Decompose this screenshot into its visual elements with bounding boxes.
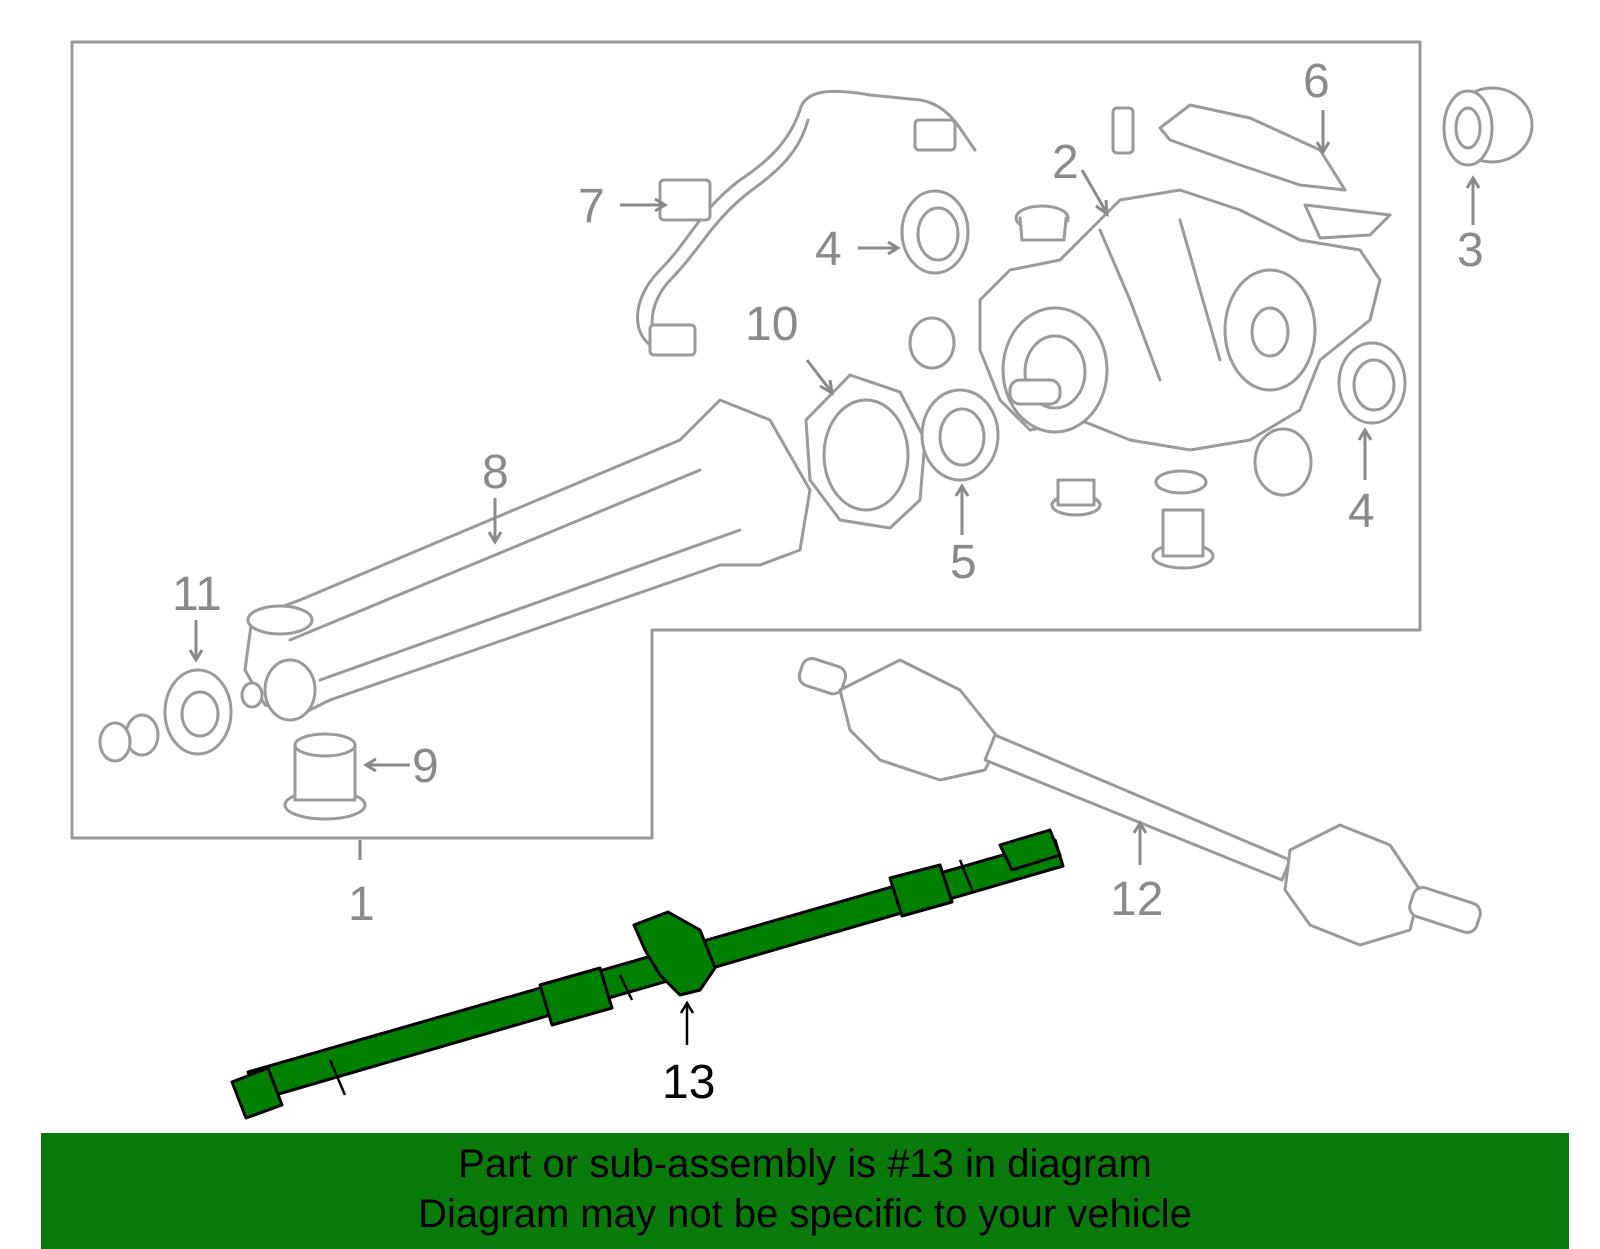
part-12-half-shaft[interactable]: [797, 656, 1483, 947]
part-9-bushing[interactable]: [283, 732, 367, 821]
callout-10: 10: [745, 298, 798, 351]
part-6-cover[interactable]: [1158, 103, 1392, 240]
part-2-differential[interactable]: [978, 188, 1382, 452]
part-3-bushing[interactable]: [1442, 86, 1534, 167]
callout-4-right: 4: [1348, 485, 1375, 538]
callout-2: 2: [1052, 136, 1079, 189]
callout-6: 6: [1303, 55, 1330, 108]
differential-hardware: [908, 106, 1313, 570]
callout-7: 7: [578, 180, 605, 233]
leader-lines: [188, 110, 1481, 1045]
callout-9: 9: [412, 740, 439, 793]
callout-3: 3: [1457, 224, 1484, 277]
callout-11: 11: [172, 568, 222, 621]
part-4-seal-left[interactable]: [900, 189, 970, 275]
callout-12: 12: [1110, 873, 1163, 926]
part-11-seal[interactable]: [98, 668, 233, 763]
callout-5: 5: [950, 536, 977, 589]
assembly-group-outline: [70, 40, 1422, 840]
part-7-wiring-harness[interactable]: [636, 89, 977, 357]
callout-4-left: 4: [815, 223, 842, 276]
callout-8: 8: [482, 446, 509, 499]
part-8-torque-tube[interactable]: [240, 398, 812, 722]
callout-13: 13: [662, 1056, 715, 1109]
part-13-propeller-shaft[interactable]: [230, 828, 1065, 1120]
banner-line-2: Diagram may not be specific to your vehi…: [418, 1192, 1192, 1236]
banner-line-1: Part or sub-assembly is #13 in diagram: [458, 1142, 1152, 1186]
callout-1: 1: [348, 878, 375, 931]
part-4-seal-right[interactable]: [1337, 341, 1407, 425]
info-banner: Part or sub-assembly is #13 in diagram D…: [41, 1133, 1569, 1249]
part-10-gasket[interactable]: [804, 373, 927, 530]
part-5-seal[interactable]: [920, 388, 1000, 482]
